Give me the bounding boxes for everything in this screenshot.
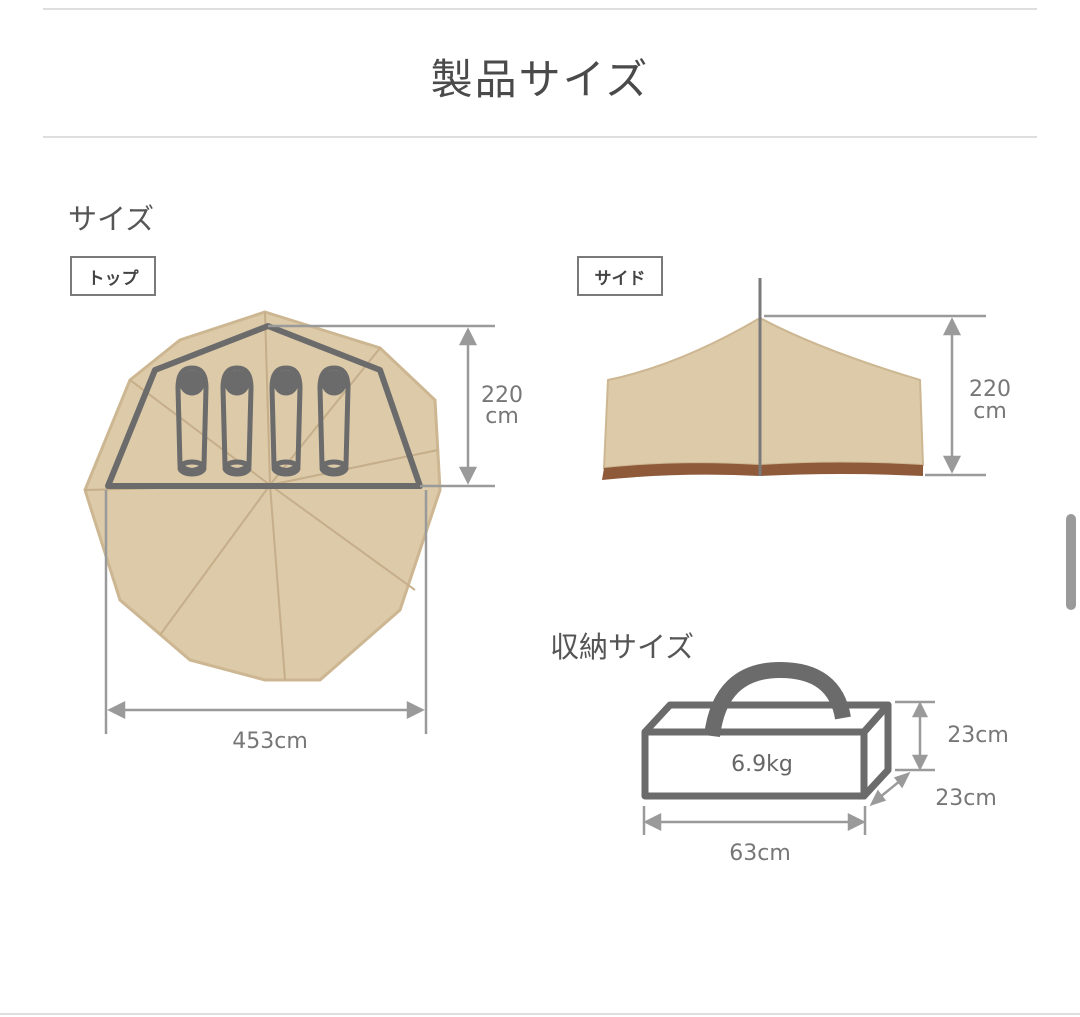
floor-plan-outline: [105, 323, 423, 489]
storage-depth: 23cm: [935, 786, 997, 811]
sleeping-bag-1: [175, 365, 209, 477]
sleeping-bags: [175, 365, 351, 477]
bottom-divider: [0, 1013, 1080, 1015]
storage-length: 63cm: [729, 841, 791, 866]
side-view-height-value: 220: [969, 377, 1011, 402]
side-view-floor-band: [602, 462, 923, 480]
sleeping-bag-4: [317, 365, 351, 477]
side-view-height-unit: cm: [973, 399, 1007, 424]
top-view-dimension-lines: [104, 324, 495, 734]
title-divider: [43, 136, 1037, 138]
storage-height: 23cm: [947, 723, 1009, 748]
side-view-tent-illustration: [602, 278, 986, 480]
top-view-tent-illustration: [83, 310, 495, 734]
storage-dimension-lines: [642, 700, 935, 835]
vertical-scrollbar[interactable]: [1066, 514, 1076, 610]
storage-weight: 6.9kg: [731, 752, 793, 777]
top-divider: [43, 8, 1037, 10]
top-view-width-label: 453cm: [232, 729, 308, 754]
bag-box: [641, 701, 892, 800]
top-view-height-value: 220: [481, 383, 523, 408]
side-view-tent-body: [602, 316, 925, 470]
side-view-dimension-lines: [764, 314, 986, 477]
storage-bag-illustration: [641, 661, 935, 835]
top-view-height-unit: cm: [485, 404, 519, 429]
storage-section-label: 収納サイズ: [550, 630, 695, 664]
sleeping-bag-3: [269, 365, 303, 477]
top-view-tag: トップ: [70, 256, 156, 296]
side-view-tag: サイド: [577, 256, 663, 296]
size-section-label: サイズ: [68, 202, 155, 236]
sleeping-bag-2: [220, 365, 254, 477]
page-title: 製品サイズ: [430, 55, 650, 104]
